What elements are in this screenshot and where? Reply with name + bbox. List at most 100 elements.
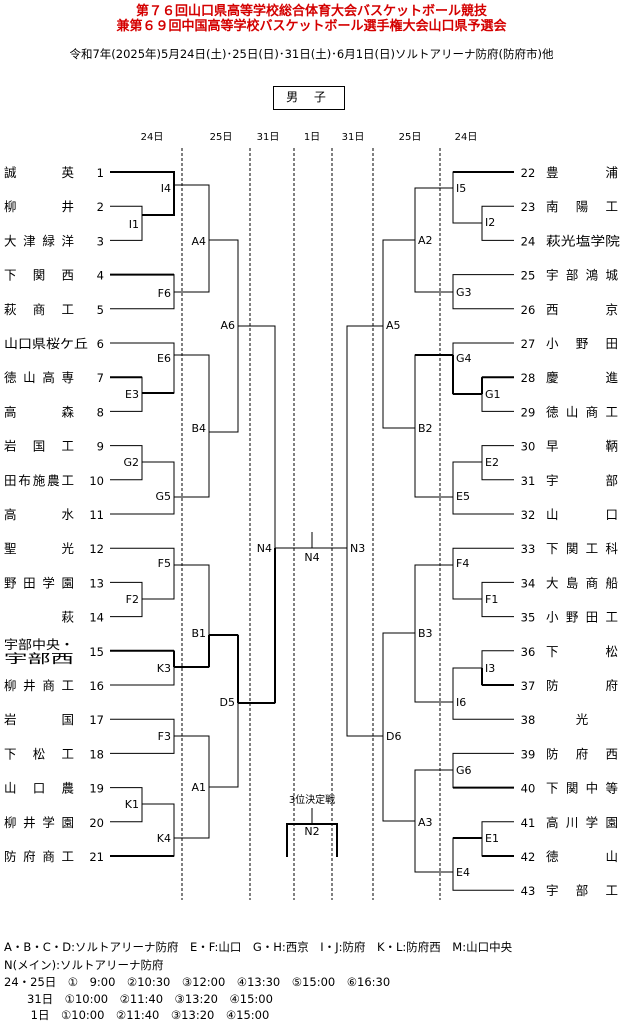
team-name: 防府西 (546, 746, 618, 761)
date-header: 31日 (257, 132, 280, 143)
seed-number: 28 (521, 371, 536, 385)
seed-number: 2 (97, 200, 104, 214)
game-label: G5 (155, 490, 171, 503)
team-name: 柳井学園 (4, 815, 74, 830)
team-name: 下関中等 (546, 781, 618, 796)
game-label: E3 (125, 388, 139, 401)
seed-number: 6 (97, 337, 104, 351)
game-label: G1 (485, 388, 501, 401)
seed-number: 36 (521, 645, 536, 659)
seed-number: 33 (521, 542, 536, 556)
venue-legend: A・B・C・D:ソルトアリーナ防府 E・F:山口 G・H:西京 I・J:防府 K… (4, 940, 513, 954)
game-label: G4 (456, 352, 472, 365)
team-name: 宇部中央・ (4, 637, 74, 652)
team-name: 下松工 (4, 746, 74, 761)
team-name: 柳井 (4, 199, 74, 214)
team-name: 山口 (546, 507, 618, 522)
team-name: 萩商工 (4, 302, 74, 317)
game-label: I6 (456, 696, 466, 709)
game-label: A3 (418, 816, 433, 829)
bracket-line (209, 634, 239, 788)
game-label: G2 (123, 456, 139, 469)
seed-number: 26 (521, 303, 536, 317)
game-label: F3 (158, 730, 171, 743)
team-name: 宇部鴻城 (546, 268, 618, 283)
game-label: A4 (191, 235, 206, 248)
date-header: 24日 (455, 132, 478, 143)
team-name: 防府 (546, 678, 618, 693)
bracket-line (452, 171, 514, 224)
date-header: 1日 (304, 132, 320, 143)
game-label: I1 (129, 218, 139, 231)
team-name: 早鞆 (546, 439, 618, 454)
seed-number: 22 (521, 166, 536, 180)
team-name: 岩国工 (4, 439, 74, 454)
bracket-line (452, 547, 514, 600)
team-name: 徳山高専 (4, 370, 74, 385)
bracket-line (452, 461, 514, 515)
team-name: 野田学園 (4, 575, 74, 590)
game-label: A5 (386, 319, 401, 332)
team-name: 聖光 (4, 541, 74, 556)
bracket-line (238, 325, 276, 704)
seed-number: 25 (521, 269, 536, 283)
division-label: 男 子 (273, 86, 345, 110)
seed-number: 13 (89, 576, 104, 590)
team-name: 宇部工 (546, 883, 618, 898)
game-label: N2 (304, 825, 319, 838)
seed-number: 5 (97, 303, 104, 317)
seed-number: 12 (89, 542, 104, 556)
seed-number: 19 (89, 782, 104, 796)
game-label: D6 (386, 730, 401, 743)
game-label: I2 (485, 216, 495, 229)
team-name: 豊浦 (546, 165, 618, 180)
schedule-day3: 1日 ①10:00 ②11:40 ③13:20 ④15:00 (4, 1008, 270, 1022)
game-label: K3 (157, 662, 171, 675)
team-name: 山口県桜ケ丘 (4, 336, 88, 351)
team-name: 南陽工 (546, 199, 618, 214)
team-name: 岩国 (4, 712, 74, 727)
team-name: 小野田工 (546, 610, 618, 625)
main-venue: N(メイン):ソルトアリーナ防府 (4, 958, 164, 972)
date-header: 24日 (141, 132, 164, 143)
event-dates: 令和7年(2025年)5月24日(土)･25日(日)･31日(土)･6月1日(日… (69, 47, 554, 61)
team-name: 萩 (61, 610, 74, 625)
seed-number: 42 (521, 850, 536, 864)
seed-number: 11 (89, 508, 104, 522)
team-name: 高川学園 (546, 815, 618, 830)
schedule-day2: 31日 ①10:00 ②11:40 ③13:20 ④15:00 (4, 992, 273, 1006)
team-name: 宇部西 (4, 651, 74, 666)
third-place-bracket (286, 823, 338, 857)
seed-number: 34 (521, 576, 536, 590)
team-name: 下松 (546, 644, 618, 659)
team-name: 大島商船 (546, 575, 618, 590)
team-name: 柳井商工 (4, 678, 74, 693)
team-name: 光 (576, 712, 589, 727)
seed-number: 1 (97, 166, 104, 180)
team-name: 小野田 (546, 336, 618, 351)
tournament-title: 第７６回山口県高等学校総合体育大会バスケットボール競技 (135, 4, 487, 19)
game-label: F6 (158, 287, 171, 300)
team-name: 防府商工 (4, 849, 74, 864)
seed-number: 20 (89, 816, 104, 830)
seed-number: 38 (521, 713, 536, 727)
game-label: N4 (257, 542, 272, 555)
team-name: 田布施農工 (4, 473, 74, 488)
seed-number: 18 (89, 747, 104, 761)
team-name: 徳山商工 (546, 404, 618, 419)
game-label: F4 (456, 557, 469, 570)
bracket-line (452, 342, 514, 395)
game-label: B4 (191, 422, 206, 435)
bracket-line (110, 461, 175, 515)
seed-number: 8 (97, 405, 104, 419)
seed-number: 10 (89, 474, 104, 488)
game-label: N3 (350, 542, 365, 555)
seed-number: 17 (89, 713, 104, 727)
seed-number: 30 (521, 440, 536, 454)
seed-number: 9 (97, 440, 104, 454)
team-name: 徳山 (546, 849, 618, 864)
date-header: 25日 (399, 132, 422, 143)
seed-number: 41 (521, 816, 536, 830)
bracket-line (346, 325, 383, 737)
seed-number: 43 (521, 884, 536, 898)
